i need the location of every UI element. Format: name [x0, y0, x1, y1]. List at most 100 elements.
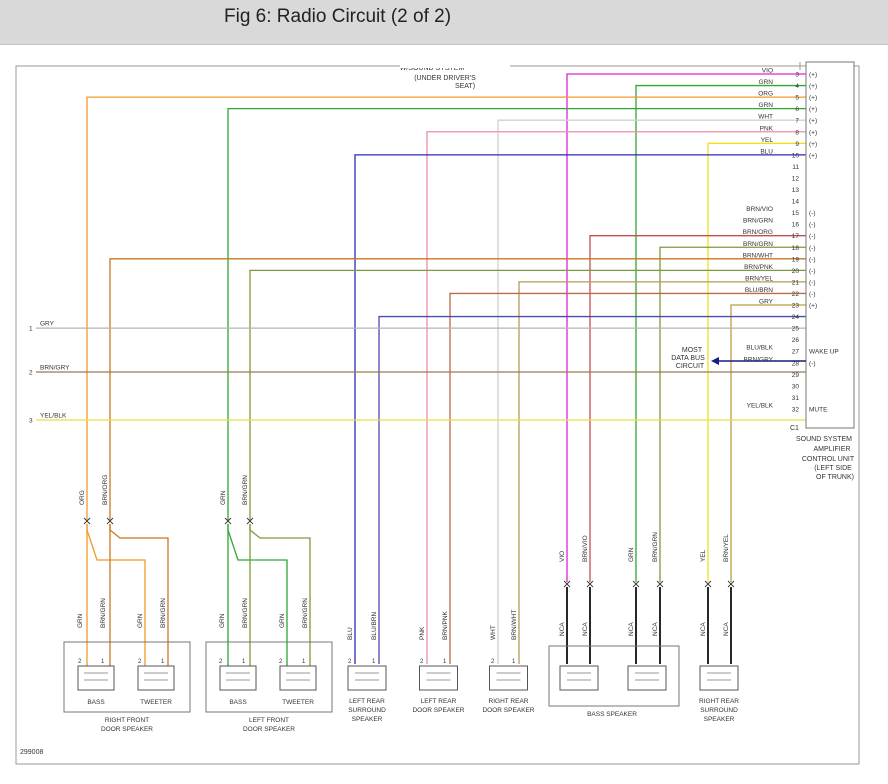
amp-pin-signal: (+): [809, 83, 817, 90]
bass-b-top-wire-b: BRN/GRN: [652, 532, 659, 562]
amp-wire-label: GRN: [759, 102, 774, 109]
amp-pin-number: 17: [792, 233, 800, 240]
rrd-speaker-speaker-coil: [496, 672, 521, 681]
amp-pin-number: 26: [792, 337, 800, 344]
lf-speaker-wire-bass-pos: [227, 524, 229, 667]
lrd-speaker-speaker-coil: [426, 672, 451, 681]
rrs-top-wire-a: YEL: [700, 549, 707, 562]
rail-wire-label: YEL/BLK: [40, 413, 67, 420]
rrd-speaker-name-2: DOOR SPEAKER: [482, 707, 534, 714]
rail-number: 1: [29, 326, 33, 333]
amp-pin-signal: (+): [809, 118, 817, 125]
lrd-speaker-wire-label-a: PNK: [419, 626, 426, 640]
amp-wire-label: GRY: [759, 299, 774, 306]
rf-speaker-name-1: RIGHT FRONT: [105, 717, 149, 724]
rail-wire-label: BRN/GRY: [40, 365, 70, 372]
bass-b-connector-a: [632, 583, 640, 588]
amp-wire-label: VIO: [762, 68, 773, 75]
rrs-nca-label-a: NCA: [700, 622, 707, 636]
amp-pin-number: 24: [792, 314, 800, 321]
rrs-name-1: RIGHT REAR: [699, 698, 739, 705]
lrd-speaker-speaker-icon: [419, 665, 458, 691]
bass-speaker-name: BASS SPEAKER: [587, 711, 637, 718]
amp-pin-signal: (-): [809, 279, 816, 286]
rf-speaker-top-wire-b: BRN/ORG: [102, 475, 109, 505]
lf-speaker-wire-label: GRN: [279, 613, 286, 628]
terminal-pin-number: 2: [279, 659, 283, 665]
amp-pin-number: 32: [792, 406, 800, 413]
amp-pin-signal: (-): [809, 233, 816, 240]
wires-group: [36, 73, 806, 667]
amp-pin-number: 10: [792, 152, 800, 159]
terminal-pin-number: 1: [302, 659, 306, 665]
terminal-pin-number: 1: [161, 659, 165, 665]
amplifier-connector: C1: [790, 425, 799, 432]
rf-speaker-wire-tw-pos: [86, 524, 146, 666]
rrs-name-3: SPEAKER: [704, 716, 735, 723]
lf-speaker-sub-label: BASS: [229, 699, 247, 706]
bass-speaker-icon: [559, 665, 599, 691]
lf-speaker-wire-label: BRN/GRN: [302, 598, 309, 628]
bass-speaker-coil: [567, 672, 591, 681]
amp-wire-label: GRN: [759, 79, 774, 86]
amp-wire-8: [426, 131, 806, 664]
lf-speaker-sub-label: TWEETER: [282, 699, 314, 706]
rf-speaker-speaker-icon: [77, 665, 115, 691]
figure-id: 299008: [20, 749, 43, 756]
rf-speaker-speaker-icon: [137, 665, 175, 691]
top-note-line1: (UNDER DRIVER'S: [414, 75, 476, 82]
lrs-speaker-speaker-icon: [347, 665, 387, 691]
amplifier-label-2: AMPLIFIER: [814, 446, 851, 453]
amp-pin-signal: (-): [809, 245, 816, 252]
rf-speaker-connector-b: [106, 520, 114, 525]
amp-pin-signal: (-): [809, 222, 816, 229]
lrs-speaker-name-2: SURROUND: [348, 707, 386, 714]
amp-pin-signal: (-): [809, 256, 816, 263]
bass-a-connector-a: [563, 583, 571, 588]
amp-pin-number: 7: [795, 118, 799, 125]
rf-speaker-wire-bass-pos: [85, 524, 88, 667]
amp-wire-label: BLU/BRN: [745, 287, 773, 294]
amp-pin-number: 15: [792, 210, 800, 217]
amp-wire-3: [566, 73, 806, 582]
amp-wire-22: [449, 292, 806, 664]
amp-wire-10: [354, 154, 806, 664]
title-bar: Fig 6: Radio Circuit (2 of 2): [0, 0, 888, 45]
amp-wire-20: [249, 269, 806, 520]
bass-b-nca-label-b: NCA: [652, 622, 659, 636]
amp-pin-number: 12: [792, 175, 800, 182]
terminal-pin-number: 1: [101, 659, 105, 665]
top-note-partial: W/SOUND SYSTEM: [400, 65, 465, 72]
bass-b-nca-label-a: NCA: [628, 622, 635, 636]
rf-speaker-speaker-box: [63, 641, 191, 713]
bass-speaker-icon: [627, 665, 667, 691]
amp-wire-6: [227, 108, 806, 520]
terminal-pin-number: 2: [78, 659, 82, 665]
amp-wire-19: [109, 258, 806, 520]
lf-speaker-top-wire-b: BRN/GRN: [242, 475, 249, 505]
amp-pin-number: 31: [792, 395, 800, 402]
amp-pin-number: 27: [792, 349, 800, 356]
bass-a-nca-label-b: NCA: [582, 622, 589, 636]
amp-pin-number: 18: [792, 245, 800, 252]
lf-speaker-speaker-icon: [219, 665, 257, 691]
rail-number: 3: [29, 418, 33, 425]
rrd-speaker-wire-label-b: BRN/WHT: [511, 610, 518, 640]
rf-speaker-top-wire-a: ORG: [79, 490, 86, 505]
amp-wire-7: [497, 119, 806, 664]
amp-pin-signal: MUTE: [809, 406, 828, 413]
amp-pin-signal: (-): [809, 360, 816, 367]
amplifier-label-3: CONTROL UNIT: [802, 456, 855, 463]
lf-speaker-wire-tw-pos: [227, 524, 288, 666]
lrs-speaker-name-3: SPEAKER: [352, 716, 383, 723]
lf-speaker-wire-label: GRN: [219, 613, 226, 628]
terminal-pin-number: 2: [420, 659, 424, 665]
amp-pin-number: 14: [792, 199, 800, 206]
lrs-speaker-speaker-coil: [355, 672, 379, 681]
amp-pin-number: 5: [795, 95, 799, 102]
lf-speaker-speaker-coil: [226, 672, 250, 681]
amp-pin-number: 22: [792, 291, 800, 298]
terminal-pin-number: 1: [512, 659, 516, 665]
